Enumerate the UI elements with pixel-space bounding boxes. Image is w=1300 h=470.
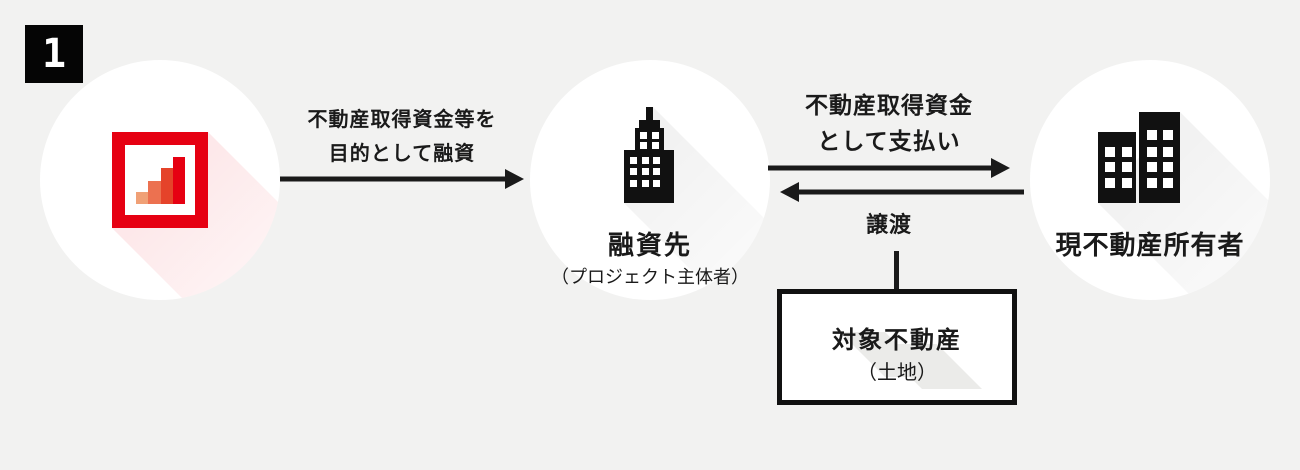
- land-shadow-watermark-icon: [840, 332, 982, 389]
- loan-label-line2: 目的として融資: [328, 143, 476, 165]
- property-box-subtitle: （土地）: [857, 362, 937, 384]
- payment-label-line1: 不動産取得資金: [805, 92, 973, 118]
- payment-arrow-label: 不動産取得資金 として支払い: [766, 87, 1012, 159]
- borrower-node: [530, 60, 770, 300]
- step-number-badge: 1: [25, 25, 83, 83]
- loan-arrow-label: 不動産取得資金等を 目的として融資: [278, 103, 526, 171]
- borrower-title: 融資先: [607, 230, 692, 260]
- borrower-subtitle: （プロジェクト主体者）: [551, 267, 749, 287]
- loan-arrow: [280, 169, 524, 189]
- transfer-arrow-label: 譲渡: [865, 212, 912, 237]
- owner-title: 現不動産所有者: [1055, 230, 1245, 260]
- transfer-connector-line: [894, 251, 899, 291]
- payment-label-line2: として支払い: [817, 128, 961, 154]
- property-box-title: 対象不動産: [832, 327, 962, 354]
- buildings-icon: [1098, 112, 1270, 300]
- lender-node: [40, 60, 280, 300]
- owner-node: [1030, 60, 1270, 300]
- office-building-icon: [624, 107, 770, 300]
- bar-chart-logo-icon: [112, 132, 280, 300]
- loan-label-line1: 不動産取得資金等を: [307, 109, 497, 131]
- payment-arrow: [768, 158, 1010, 178]
- property-box: 対象不動産 （土地）: [777, 289, 1017, 405]
- transfer-arrow: [780, 182, 1024, 202]
